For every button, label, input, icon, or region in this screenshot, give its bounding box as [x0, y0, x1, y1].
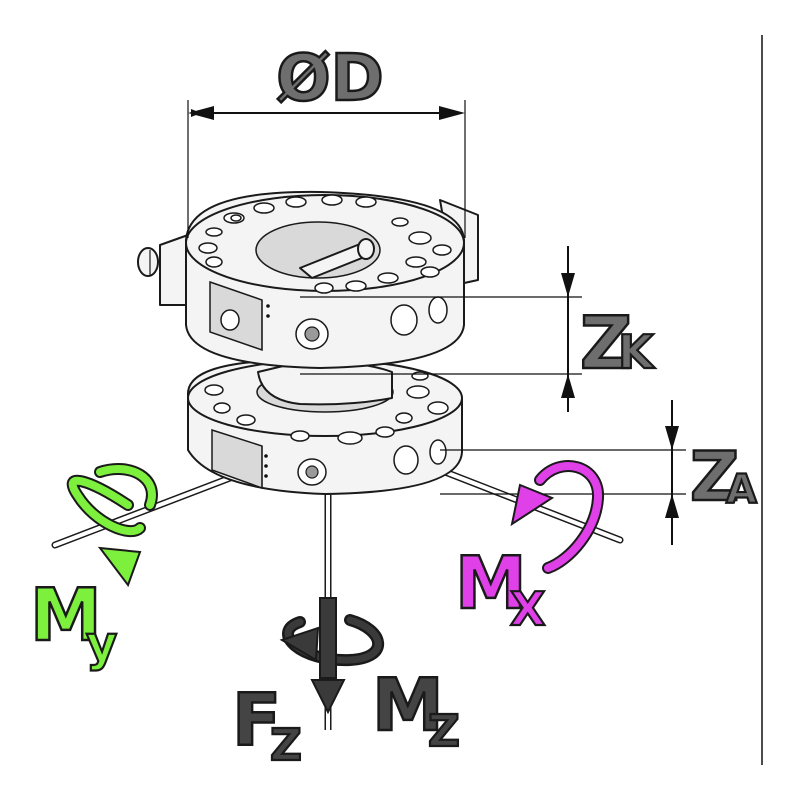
mz-rotation-arrow: [279, 614, 385, 667]
za-main-label: Z: [690, 438, 739, 517]
label-za: Z A: [689, 437, 758, 519]
dimension-diameter: [187, 100, 466, 238]
label-zk: Z K: [579, 300, 657, 387]
mz-sub-label: Z: [428, 706, 460, 757]
fz-force-arrow: [310, 597, 346, 715]
fz-main-label: F: [232, 678, 281, 762]
label-mx: M X: [454, 540, 547, 637]
za-sub-label: A: [726, 467, 757, 513]
mx-rotation-arrow: [510, 460, 604, 574]
dimension-zk: [300, 246, 582, 412]
zk-sub-label: K: [618, 325, 656, 379]
label-diameter: ØD: [275, 41, 385, 118]
mx-sub-label: X: [510, 582, 545, 636]
lower-flange: [186, 359, 463, 495]
mx-main-label: M: [455, 541, 527, 625]
diameter-label: ØD: [276, 42, 384, 116]
my-sub-label: y: [86, 616, 117, 672]
label-fz: F Z: [231, 677, 303, 772]
dimension-za: [440, 400, 686, 545]
my-axis-shaft: [51, 474, 234, 549]
fz-sub-label: Z: [270, 720, 302, 771]
mz-main-label: M: [372, 663, 444, 747]
label-my: M y: [29, 572, 119, 673]
my-main-label: M: [30, 573, 102, 657]
zk-main-label: Z: [580, 301, 632, 385]
upper-flange: [137, 190, 479, 369]
my-rotation-arrow: [66, 463, 158, 588]
label-mz: M Z: [371, 662, 461, 758]
